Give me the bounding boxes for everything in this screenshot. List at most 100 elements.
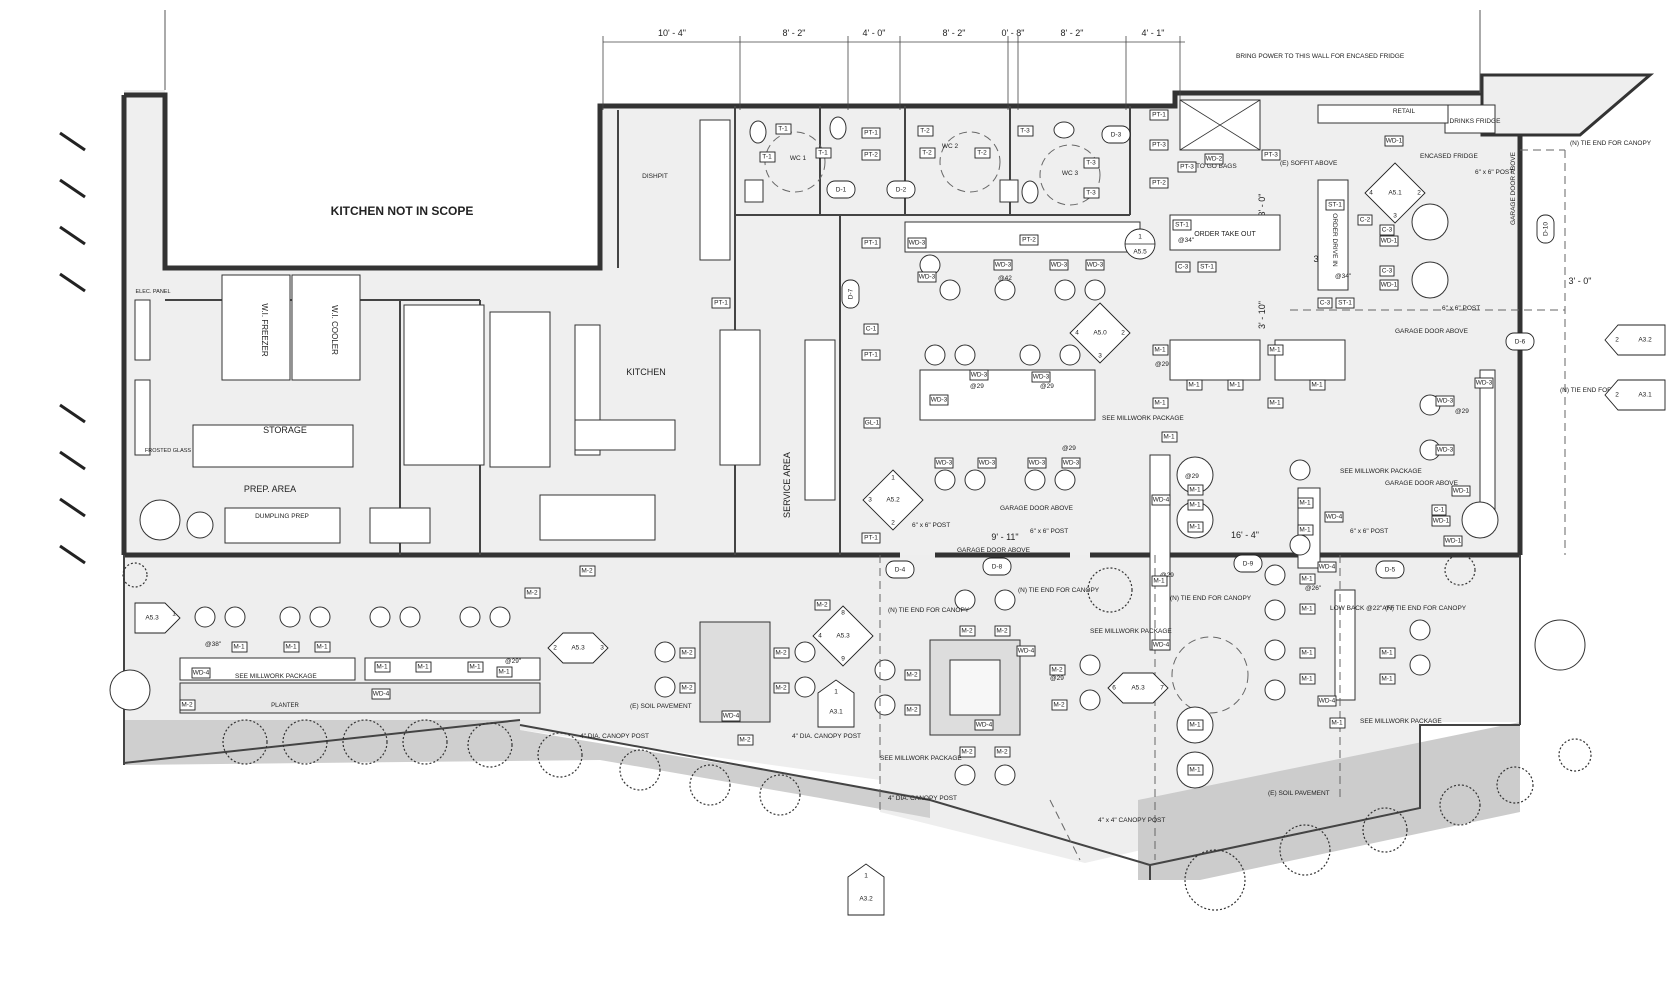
- door-tag-d9: D-9: [1243, 561, 1254, 568]
- restroom-fixtures: [744, 116, 1101, 206]
- finish-tag: WD-1: [1433, 518, 1450, 525]
- section-sheet-ref: A5.3: [145, 615, 159, 622]
- finish-tag: WD-1: [1381, 238, 1398, 245]
- post-note: 6" x 6" POST: [1350, 528, 1388, 535]
- dimension-label: 3' - 10": [1257, 301, 1267, 329]
- finish-tag: C-3: [1382, 227, 1393, 234]
- storage-label: STORAGE: [263, 425, 307, 435]
- canopy-post-note: 4" DIA. CANOPY POST: [792, 733, 861, 740]
- finish-tag: M-2: [961, 628, 973, 635]
- finish-tag: M-1: [1301, 606, 1313, 613]
- finish-tag: T-2: [977, 150, 987, 157]
- garage-door-note: GARAGE DOOR ABOVE: [1000, 505, 1074, 512]
- finish-tag: M-1: [1229, 382, 1241, 389]
- finish-tag: PT-3: [1152, 142, 1166, 149]
- finish-tag: PT-1: [864, 352, 878, 359]
- section-number: 1: [891, 475, 895, 482]
- finish-tag: M-2: [775, 650, 787, 657]
- finish-tag: M-1: [1188, 382, 1200, 389]
- finish-tag: GL-1: [865, 420, 880, 427]
- finish-tag: WD-3: [931, 397, 948, 404]
- garage-door-note: GARAGE DOOR ABOVE: [957, 547, 1031, 554]
- finish-tag: T-2: [920, 128, 930, 135]
- height-note: @38": [205, 641, 222, 648]
- dimension-label: 4' - 1": [1142, 28, 1165, 38]
- dimension-label: 16' - 4": [1231, 530, 1259, 540]
- height-note: @34": [1178, 237, 1195, 244]
- finish-tag: M-2: [526, 590, 538, 597]
- post-note: 6" x 6" POST: [1442, 305, 1480, 312]
- elevation-sheet-ref: A3.1: [1638, 392, 1652, 399]
- millwork-note: SEE MILLWORK PACKAGE: [235, 673, 317, 680]
- soil-pavement-note: (E) SOIL PAVEMENT: [1268, 790, 1330, 797]
- height-note: @29: [1040, 383, 1054, 390]
- section-number: 3: [600, 645, 604, 652]
- section-number: 3: [868, 497, 872, 504]
- millwork-note: SEE MILLWORK PACKAGE: [1090, 628, 1172, 635]
- garage-door-note: GARAGE DOOR ABOVE: [1395, 328, 1469, 335]
- finish-tag: M-1: [1154, 400, 1166, 407]
- height-note: @29: [970, 383, 984, 390]
- finish-tag: M-1: [469, 664, 481, 671]
- finish-tag: M-1: [498, 669, 510, 676]
- finish-tag: WD-4: [976, 722, 993, 729]
- door-tag-d7: D-7: [848, 288, 855, 299]
- tie-end-note: (N) TIE END FOR CANOPY: [888, 607, 970, 614]
- finish-tag: T-1: [778, 126, 788, 133]
- height-note: @29: [1050, 675, 1064, 682]
- finish-tag: C-2: [1360, 217, 1371, 224]
- finish-tag: M-2: [775, 685, 787, 692]
- canopy-lines: [879, 149, 1566, 861]
- elevation-number: 1: [864, 873, 868, 880]
- finish-tag: M-1: [1189, 524, 1201, 531]
- finish-tag: M-1: [1299, 500, 1311, 507]
- finish-tag: M-1: [1301, 650, 1313, 657]
- wc1-label: WC 1: [790, 155, 807, 162]
- finish-tag: WD-1: [1381, 282, 1398, 289]
- canopy-structure: [1444, 73, 1655, 137]
- door-tag-d5: D-5: [1385, 567, 1396, 574]
- wi-freezer-label: W.I. FREEZER: [260, 303, 269, 357]
- finish-tag: T-1: [762, 154, 772, 161]
- finish-tag: WD-3: [1437, 447, 1454, 454]
- finish-tag: WD-4: [193, 670, 210, 677]
- finish-tag: WD-4: [1319, 564, 1336, 571]
- service-area-label: SERVICE AREA: [782, 452, 792, 518]
- elevation-sheet-ref: A3.1: [829, 709, 843, 716]
- finish-tag: WD-3: [1033, 374, 1050, 381]
- height-note: @42: [998, 275, 1012, 282]
- dimension-label: 3' - 0": [1257, 194, 1267, 217]
- prep-area-label: PREP. AREA: [244, 484, 296, 494]
- soil-pavement-note: (E) SOIL PAVEMENT: [630, 703, 692, 710]
- finish-tag: WD-3: [1476, 380, 1493, 387]
- exterior-hatch: [59, 131, 86, 565]
- finish-tag: WD-3: [1051, 262, 1068, 269]
- kitchen-not-in-scope-label: KITCHEN NOT IN SCOPE: [331, 204, 474, 218]
- millwork-note: SEE MILLWORK PACKAGE: [1340, 468, 1422, 475]
- finish-tag: M-1: [1299, 527, 1311, 534]
- finish-tag: C-3: [1382, 268, 1393, 275]
- section-number: 4: [1369, 190, 1373, 197]
- finish-tag: C-1: [866, 326, 877, 333]
- finish-tag: M-1: [1331, 720, 1343, 727]
- wc2-label: WC 2: [942, 143, 959, 150]
- finish-tag: ST-1: [1200, 264, 1214, 271]
- elevation-number: 2: [1615, 392, 1619, 399]
- finish-tag: WD-3: [919, 274, 936, 281]
- finish-tag: M-2: [1051, 667, 1063, 674]
- dimension-label: 3' - 0": [1569, 276, 1592, 286]
- wc3-label: WC 3: [1062, 170, 1079, 177]
- finish-tag: T-3: [1020, 128, 1030, 135]
- wi-cooler-label: W.I. COOLER: [330, 305, 339, 355]
- finish-tag: C-3: [1320, 300, 1331, 307]
- height-note: @34": [1335, 273, 1352, 280]
- section-sheet-ref: A5.3: [571, 645, 585, 652]
- finish-tag: M-2: [906, 707, 918, 714]
- finish-tag: M-1: [1381, 650, 1393, 657]
- section-sheet-ref: A5.1: [1388, 190, 1402, 197]
- finish-tag: PT-2: [864, 152, 878, 159]
- finish-tag: WD-4: [1153, 642, 1170, 649]
- finish-tag: T-2: [922, 150, 932, 157]
